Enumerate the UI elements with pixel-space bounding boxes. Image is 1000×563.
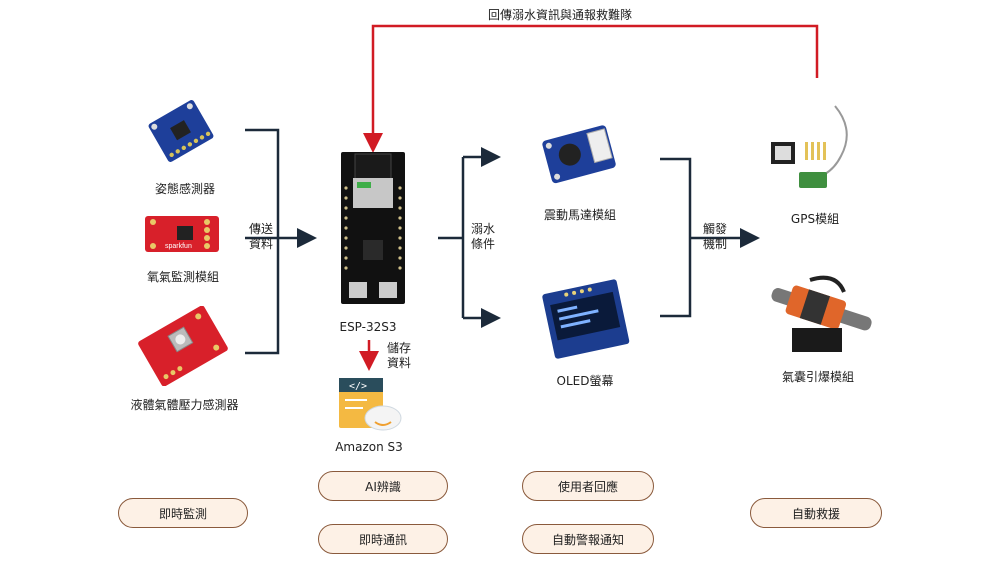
- gps-module-image: [771, 105, 848, 188]
- oxygen-sensor-image: sparkfun: [145, 216, 219, 252]
- drown-condition-label: 溺水條件: [470, 222, 495, 251]
- airbag-module-image: [771, 275, 872, 352]
- device-label: 氣囊引爆模組: [781, 370, 854, 384]
- device-label: GPS模組: [790, 212, 840, 226]
- output-bracket: [438, 147, 501, 328]
- device-bracket: [660, 157, 760, 318]
- cloud-storage-icon: </>: [339, 378, 402, 431]
- cloud-label: Amazon S3: [335, 440, 403, 454]
- imu-sensor-image: [148, 100, 214, 162]
- send-data-label: 傳送資料: [248, 222, 273, 251]
- feedback-label: 回傳溺水資訊與通報救難隊: [487, 8, 632, 22]
- sensor-label: 液體氣體壓力感測器: [130, 398, 239, 412]
- feature-pill-auto-rescue: 自動救援: [750, 498, 882, 528]
- trigger-mechanism-label: 觸發機制: [702, 222, 727, 251]
- output-label: OLED螢幕: [556, 374, 614, 388]
- feature-pill-auto-alert: 自動警報通知: [522, 524, 654, 554]
- mcu-label: ESP-32S3: [339, 320, 397, 334]
- vibration-motor-image: [542, 125, 616, 184]
- svg-text:</>: </>: [349, 381, 367, 392]
- store-data-label: 儲存資料: [386, 341, 411, 370]
- feature-pill-realtime-monitor: 即時監測: [118, 498, 248, 528]
- feedback-line: [359, 24, 819, 371]
- esp32-board-image: [341, 152, 405, 304]
- output-label: 震動馬達模組: [543, 208, 616, 222]
- svg-text:sparkfun: sparkfun: [165, 243, 192, 250]
- feature-pill-ai-recognition: AI辨識: [318, 471, 448, 501]
- sensor-label: 氧氣監測模組: [146, 270, 219, 284]
- oled-screen-image: [542, 279, 630, 359]
- feature-pill-realtime-communication: 即時通訊: [318, 524, 448, 554]
- feature-pill-user-response: 使用者回應: [522, 471, 654, 501]
- sensor-label: 姿態感測器: [154, 182, 215, 196]
- pressure-sensor-image: [138, 306, 228, 386]
- sensor-bracket: [245, 128, 317, 355]
